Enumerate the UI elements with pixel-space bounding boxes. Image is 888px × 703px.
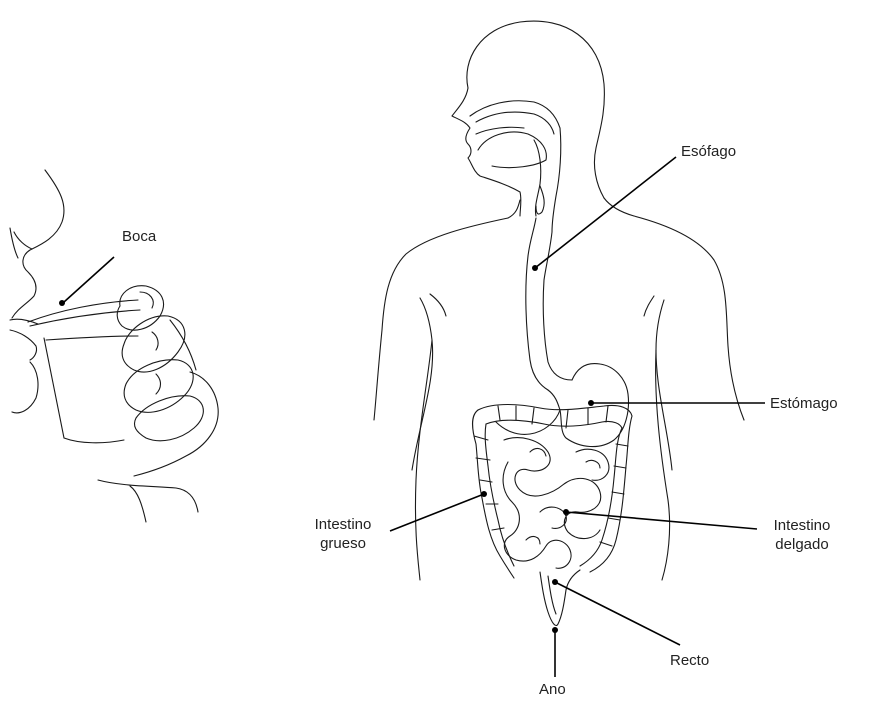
intestino-delgado-line-1: Intestino — [757, 516, 847, 535]
intestino-grueso-line-2: grueso — [298, 534, 388, 553]
intestino-grueso-leader — [390, 494, 484, 531]
intestino-delgado-line-2: delgado — [757, 535, 847, 554]
glass-water-line — [46, 336, 138, 340]
right-chest-fold — [644, 296, 654, 316]
colon-descending-outer — [590, 416, 632, 572]
right-shoulder — [634, 216, 744, 420]
recto-leader — [555, 582, 680, 645]
label-leaders — [59, 157, 765, 677]
palate — [476, 127, 524, 134]
ano-pointer-dot — [552, 627, 558, 633]
head-outline — [467, 21, 605, 198]
neck-right — [604, 198, 634, 216]
estomago-label: Estómago — [770, 394, 838, 413]
esofago-label: Esófago — [681, 142, 736, 161]
digestive-tract — [473, 186, 633, 626]
boca-leader — [64, 257, 114, 302]
recto-label: Recto — [670, 651, 709, 670]
left-chest-fold — [430, 294, 446, 316]
cheek-line — [14, 232, 32, 249]
finger-1-nail — [140, 292, 153, 308]
left-armpit — [412, 298, 433, 470]
rectum-outline — [540, 570, 580, 626]
drinking-person-illustration — [10, 170, 218, 522]
intestino-grueso-label: Intestino grueso — [298, 515, 388, 553]
glass-rim-back — [30, 310, 140, 326]
lower-lip — [10, 330, 37, 360]
chin — [12, 362, 38, 413]
boca-label: Boca — [122, 227, 156, 246]
esophagus-right-wall — [543, 232, 572, 380]
throat-back — [552, 128, 561, 232]
stomach-lower-curve — [496, 410, 560, 434]
nasal-cavity — [470, 101, 560, 128]
ano-label: Ano — [539, 680, 566, 699]
left-shoulder — [374, 218, 508, 420]
finger-4 — [134, 396, 203, 441]
intestino-delgado-label: Intestino delgado — [757, 516, 847, 554]
intestino-grueso-line-1: Intestino — [298, 515, 388, 534]
recto-pointer-dot — [552, 579, 558, 585]
finger-3 — [124, 360, 193, 413]
right-side-torso — [656, 350, 670, 580]
wrist — [98, 480, 198, 512]
esofago-leader — [535, 157, 676, 268]
boca-pointer-dot — [59, 300, 65, 306]
thumb — [134, 372, 218, 476]
tongue — [478, 132, 546, 168]
left-side-torso — [415, 340, 432, 580]
colon-transverse-top — [478, 405, 632, 417]
esophagus-left-wall — [526, 218, 548, 390]
intestino-delgado-pointer-dot — [563, 509, 569, 515]
neck-left — [508, 200, 520, 218]
stomach-outline — [548, 364, 628, 447]
intestino-grueso-pointer-dot — [481, 491, 487, 497]
body-outline — [374, 21, 744, 580]
glass-bottom — [64, 438, 124, 443]
wrist-lower — [130, 486, 146, 522]
glass-left-side — [44, 338, 64, 438]
finger-2 — [122, 316, 185, 372]
throat-front — [534, 140, 541, 216]
finger-3-crease — [156, 374, 161, 394]
intestino-delgado-leader — [566, 512, 757, 529]
finger-2-crease — [152, 332, 158, 350]
nasal-cavity-inner — [476, 112, 554, 134]
estomago-pointer-dot — [588, 400, 594, 406]
right-armpit — [656, 300, 672, 470]
esofago-pointer-dot — [532, 265, 538, 271]
small-intestine-coils — [503, 438, 609, 569]
colon-ascending-inner — [485, 424, 514, 566]
colon-ascending-haustra — [474, 436, 504, 530]
face-profile — [12, 170, 64, 318]
